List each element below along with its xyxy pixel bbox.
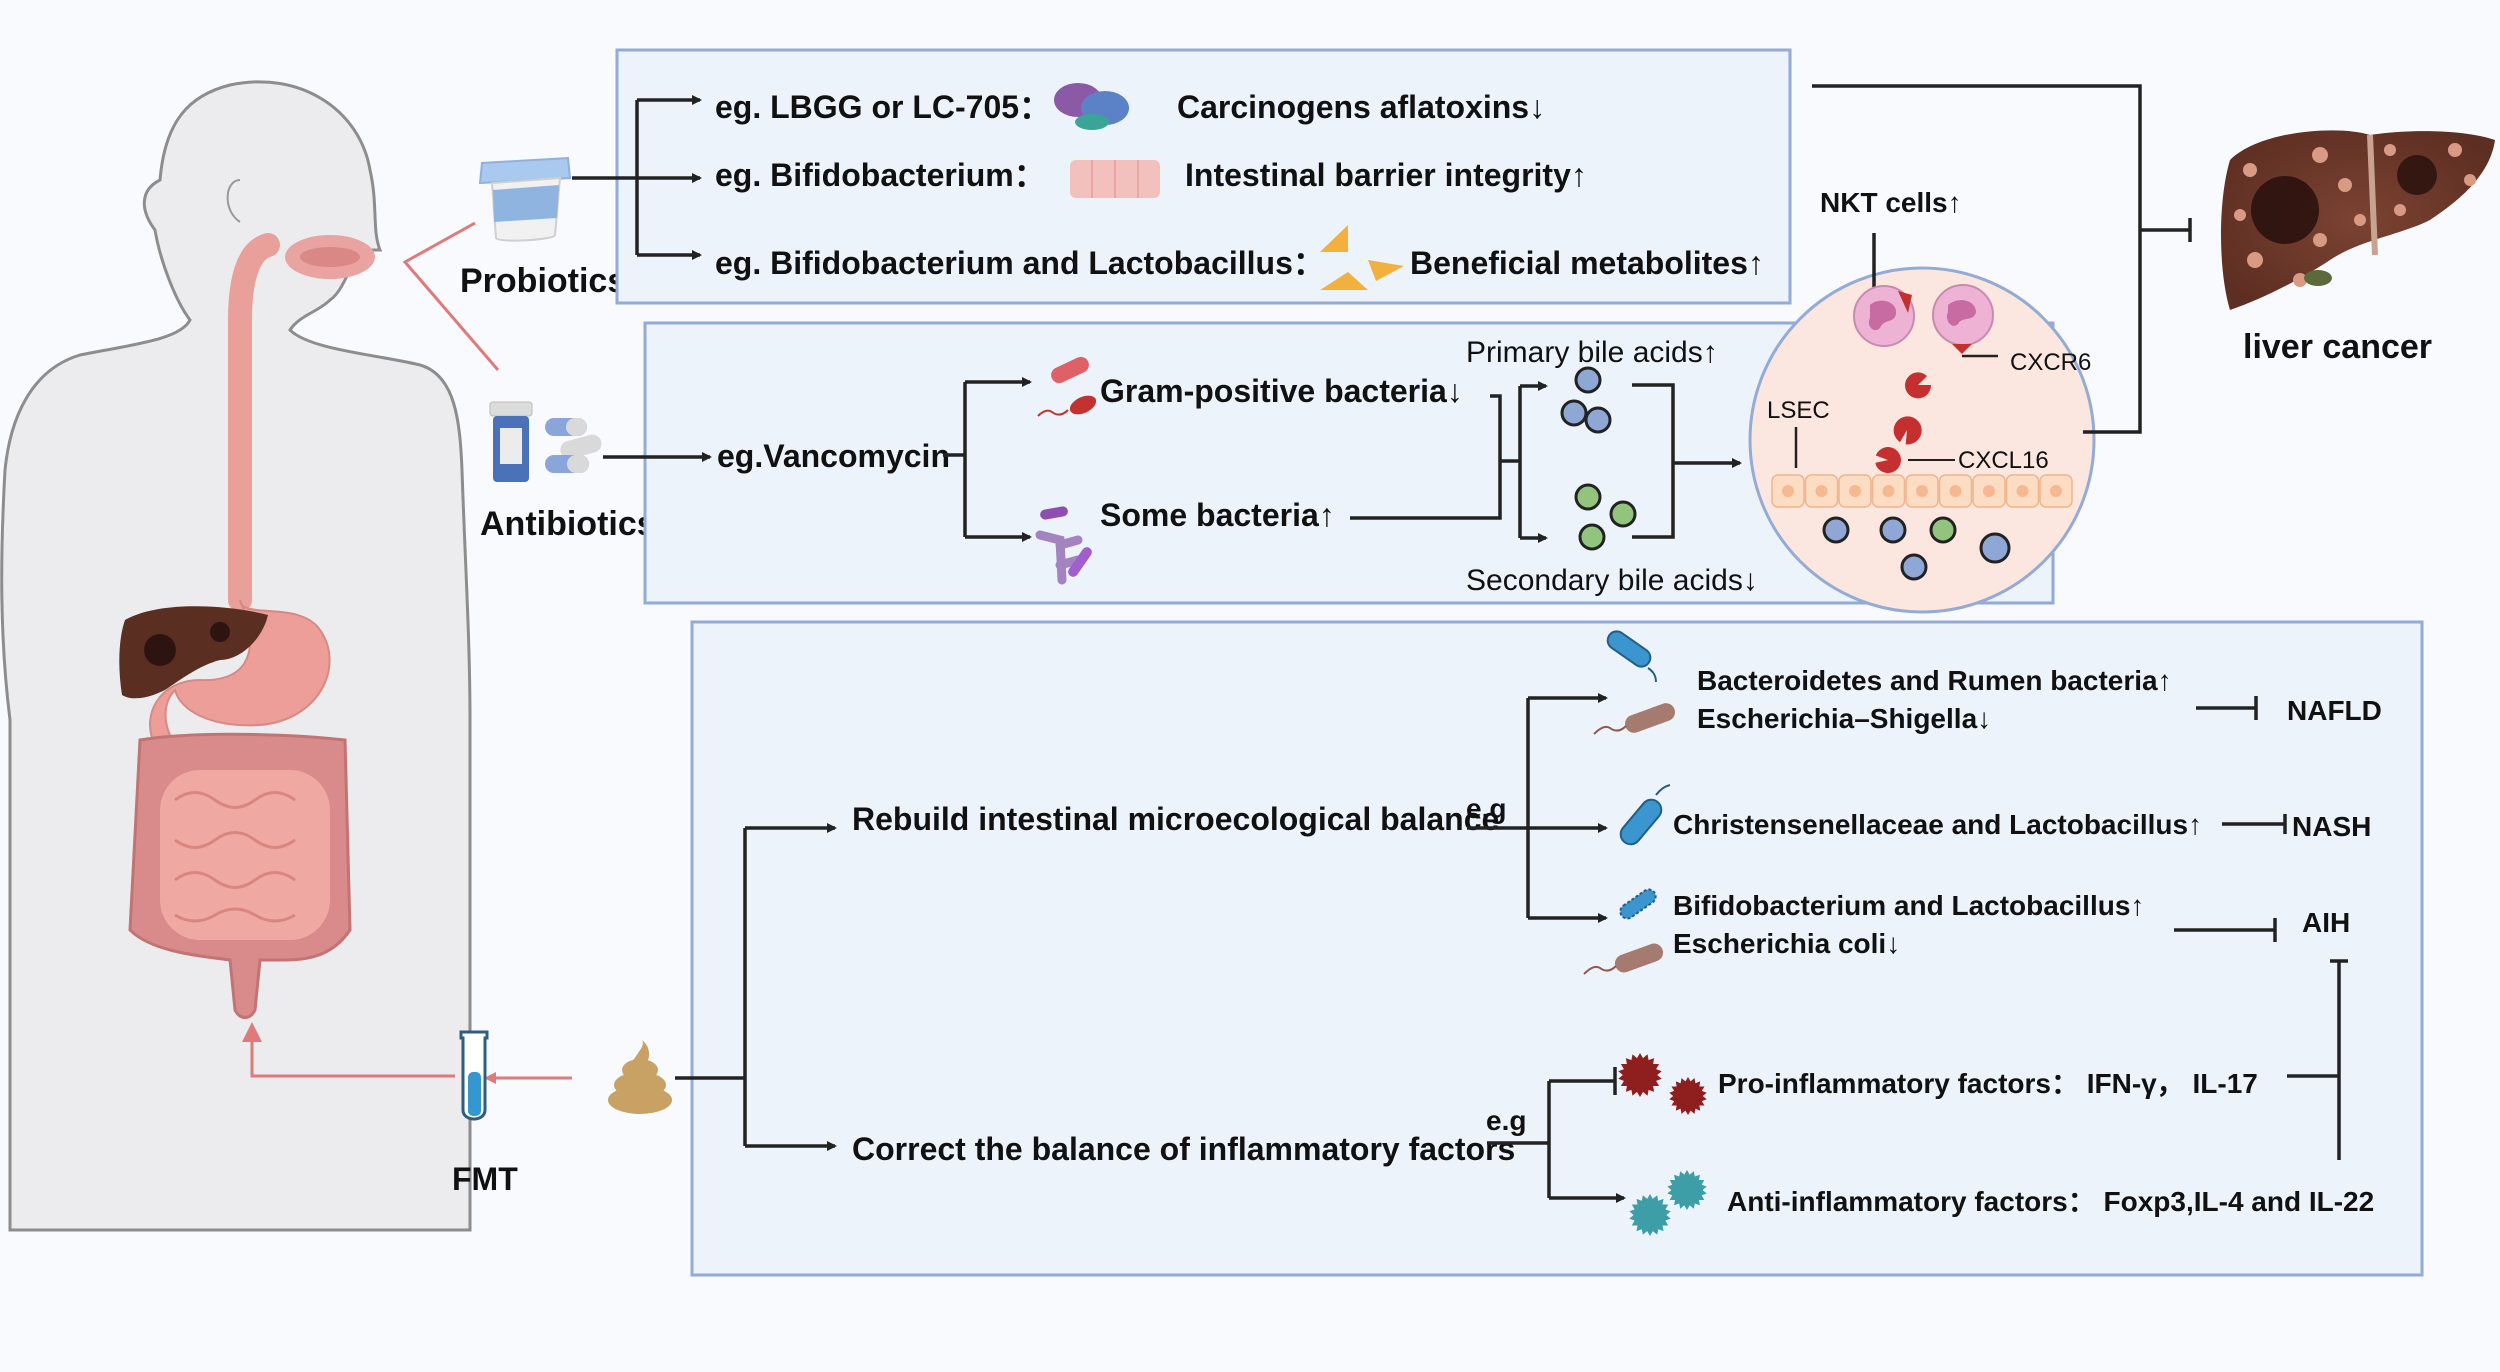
cxcr6-label: CXCR6: [2010, 349, 2091, 376]
some-bacteria-icon: [1035, 506, 1092, 585]
bifidobacterium-icon: [1619, 888, 1657, 920]
esophagus: [228, 233, 280, 612]
tongue: [300, 247, 360, 267]
liver-tumor-small: [210, 622, 230, 642]
lsec-endothelial-cell-row: [1771, 474, 2073, 508]
tube-to-body-arrow: [250, 1032, 455, 1078]
lsec-nucleus: [1983, 485, 1995, 497]
nafld-group-line2: Escherichia–Shigella↓: [1697, 703, 1991, 734]
gram-positive-bacteria-icon: [1037, 356, 1097, 417]
lsec-nucleus: [2050, 485, 2062, 497]
protein-complex-icon: [1054, 83, 1129, 130]
primary-bile-acids-label: Primary bile acids↑: [1466, 336, 1718, 369]
eg-label-1: e.g: [1466, 793, 1506, 824]
connector-mouth-probiotics: [402, 221, 500, 371]
cxcl16-label: CXCL16: [1958, 447, 2049, 474]
lsec-nucleus: [1882, 485, 1895, 497]
liver-cancer-label: liver cancer: [2243, 328, 2432, 366]
bacteria-join-line: [1350, 394, 1502, 520]
liver-in-body: [119, 606, 268, 699]
rebuild-balance-label: Rebuild intestinal microecological balan…: [852, 801, 1499, 837]
stool-icon: [608, 1040, 672, 1114]
some-bacteria-label: Some bacteria↑: [1100, 497, 1335, 533]
probiotic-example-2: eg. Bifidobacterium：: [715, 157, 1046, 193]
anti-inflammatory-factor-icon: [1629, 1194, 1671, 1236]
metabolite-triangles-icon: [1320, 225, 1404, 290]
correct-balance-label: Correct the balance of inflammatory fact…: [852, 1131, 1515, 1167]
bile-acids-in-liver: [1822, 516, 2011, 581]
pro-inflammatory-factor-icon: [1669, 1077, 1707, 1115]
anti-inflammatory-label: Anti-inflammatory factors： Foxp3,IL-4 an…: [1727, 1186, 2374, 1217]
vancomycin-label: eg.Vancomycin: [717, 438, 950, 474]
bacteroidetes-icon: [1606, 630, 1657, 683]
aih-label: AIH: [2302, 907, 2350, 938]
bile-merge-bracket: [1632, 383, 1675, 539]
cxcr6-receptor-icon-2: [1952, 344, 1972, 354]
lsec-nucleus: [1815, 485, 1828, 497]
nkt-cells-label: NKT cells↑: [1820, 187, 1962, 218]
stomach: [149, 599, 331, 746]
probiotic-example-3: eg. Bifidobacterium and Lactobacillus：: [715, 245, 1325, 281]
nkt-cell-1: [1853, 285, 1915, 347]
antibiotics-label: Antibiotics: [480, 505, 656, 543]
lsec-nucleus: [1949, 485, 1962, 497]
primary-bile-acid-molecules: [1560, 366, 1612, 434]
nafld-label: NAFLD: [2287, 695, 2382, 726]
cxcr6-receptor-icon: [1898, 291, 1912, 313]
lsec-label: LSEC: [1767, 397, 1830, 424]
lsec-nucleus: [1916, 485, 1928, 497]
lsec-nucleus: [2016, 485, 2029, 497]
test-tube-icon: [459, 1030, 489, 1121]
secondary-bile-acids-label: Secondary bile acids↓: [1466, 564, 1758, 597]
liver-cancer-icon: [2221, 130, 2495, 310]
yogurt-cup-icon: [478, 156, 572, 242]
gram-positive-label: Gram-positive bacteria↓: [1100, 373, 1463, 409]
probiotics-box: [615, 48, 1792, 305]
escherichia-shigella-icon: [1593, 703, 1675, 735]
pro-inflammatory-label: Pro-inflammatory factors： IFN-γ， IL-17: [1718, 1068, 2258, 1099]
lsec-nucleus: [1782, 485, 1794, 497]
probiotic-effect-2: Intestinal barrier integrity↑: [1185, 157, 1587, 193]
pill-bottle-icon: [489, 401, 533, 482]
small-intestine: [160, 770, 330, 940]
nafld-group-line1: Bacteroidetes and Rumen bacteria↑: [1697, 665, 2172, 696]
fmt-label: FMT: [452, 1161, 518, 1197]
anti-inflammatory-factor-icon: [1667, 1170, 1707, 1210]
lsec-nucleus: [1849, 485, 1861, 497]
human-body-figure: [0, 80, 472, 1232]
secondary-bile-acid-molecules: [1574, 483, 1637, 551]
probiotic-effect-3: Beneficial metabolites↑: [1410, 245, 1764, 281]
escherichia-coli-icon: [1583, 943, 1664, 975]
intestine-folds: [174, 791, 296, 923]
probiotic-example-1: eg. LBGG or LC-705：: [715, 89, 1051, 125]
christensenellaceae-icon: [1619, 784, 1671, 846]
nash-label: NASH: [2292, 811, 2371, 842]
capsules-icon: [545, 418, 602, 473]
aih-group-line1: Bifidobacterium and Lactobacillus↑: [1673, 890, 2144, 921]
eg-label-2: e.g: [1486, 1105, 1526, 1136]
liver-tumor: [144, 634, 176, 666]
probiotics-label: Probiotics: [460, 262, 626, 300]
liver-cancer-bracket: [1812, 84, 2142, 434]
nkt-cell-2: [1932, 284, 1994, 354]
cxcl16-chemokines: [1875, 372, 1932, 474]
anti-inflammatory-factor-icons: [1629, 1170, 1707, 1236]
tube-to-body-arrowhead: [242, 1022, 262, 1042]
pro-inflammatory-factor-icons: [1618, 1053, 1707, 1115]
probiotic-effect-1: Carcinogens aflatoxins↓: [1177, 89, 1545, 125]
fmt-box: [690, 620, 2424, 1277]
pro-inflammatory-factor-icon: [1618, 1053, 1662, 1097]
ear: [226, 179, 241, 223]
aih-group-line2: Escherichia coli↓: [1673, 928, 1900, 959]
nash-group-line1: Christensenellaceae and Lactobacillus↑: [1673, 809, 2202, 840]
intestinal-barrier-icon: [1070, 160, 1160, 198]
